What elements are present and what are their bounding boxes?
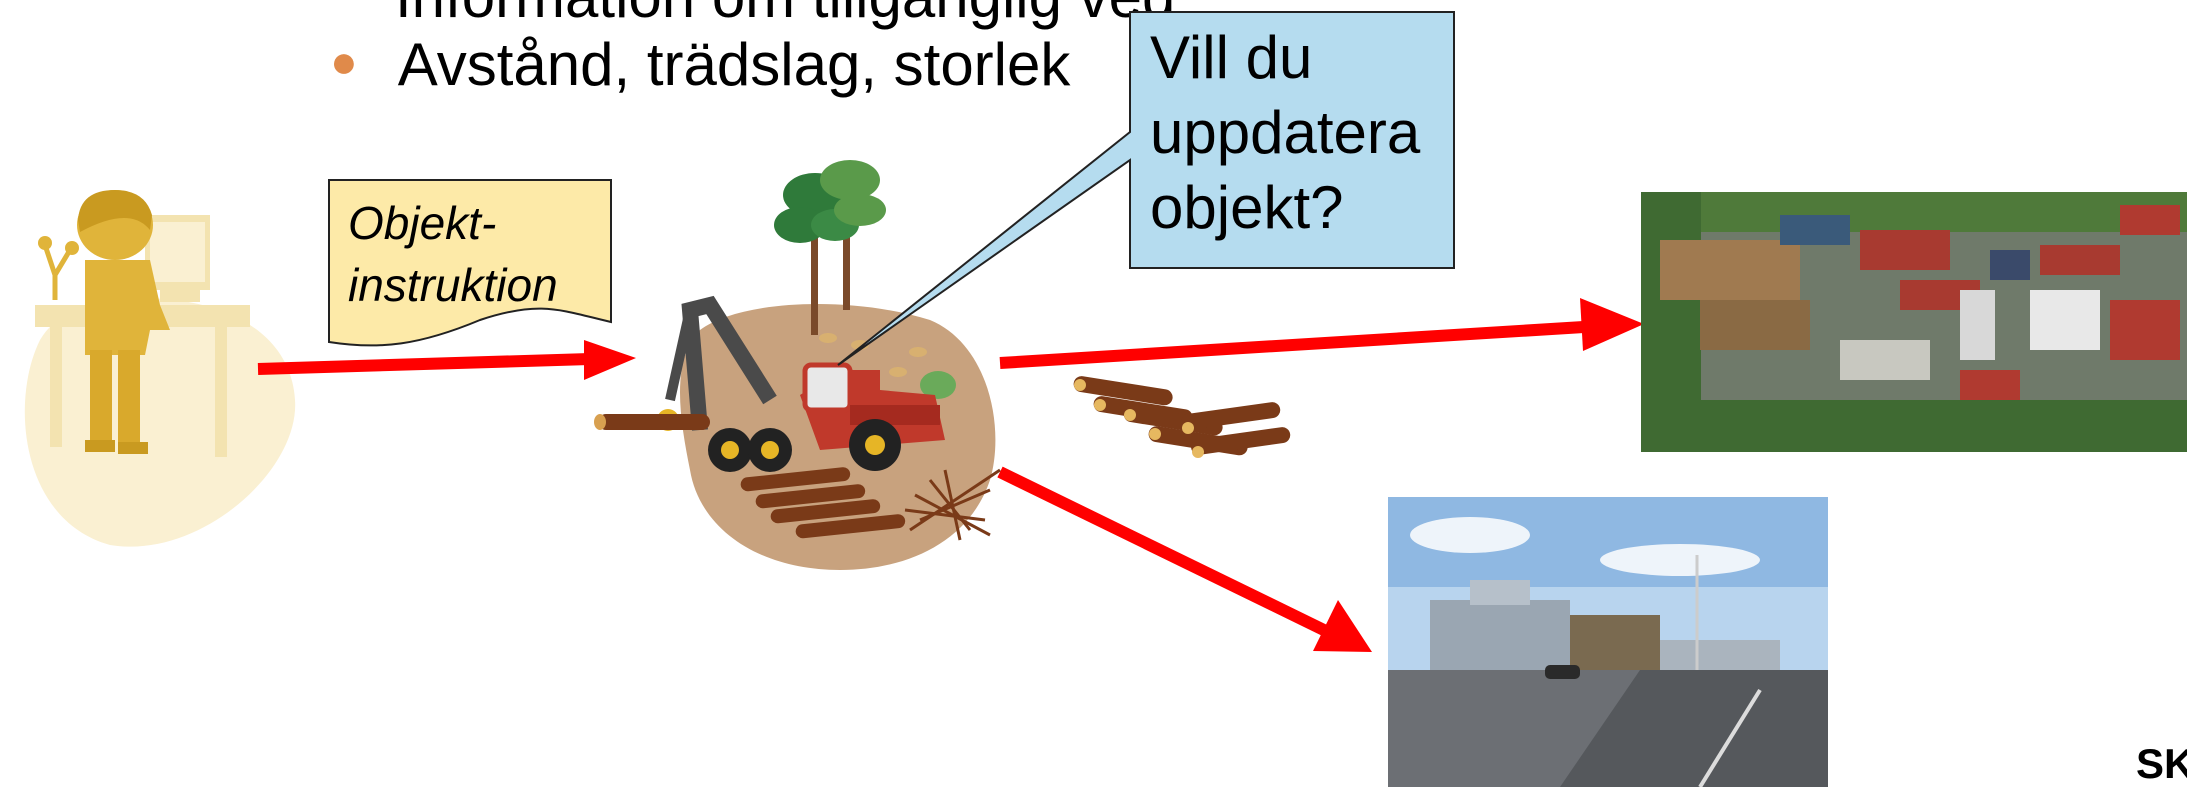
sawlogs-icon: [1073, 376, 1291, 458]
bullet-dot-icon: ●: [330, 35, 358, 87]
planner-at-desk-icon: [24, 190, 296, 547]
callout-line-2: uppdatera: [1150, 99, 1421, 166]
bullet-item-text: Avstånd, trädslag, storlek: [397, 31, 1071, 98]
corner-logo-text: SK: [2136, 740, 2187, 787]
harvester-scene-icon: [594, 160, 1001, 570]
callout-line-3: objekt?: [1150, 174, 1344, 241]
note-line-2: instruktion: [348, 259, 558, 311]
update-callout-shape: [837, 11, 1455, 366]
sawmill-aerial-photo: [1641, 192, 2187, 452]
arrow-to-sawmill-head: [1580, 298, 1644, 351]
callout-line-1: Vill du: [1150, 24, 1313, 91]
bullet-partial-line: Information om tillgänglig ved: [395, 0, 1175, 31]
arrow-to-pulp-mill: [997, 466, 1333, 639]
arrow-to-harvester: [257, 353, 591, 375]
update-callout: Vill du uppdatera objekt?: [1150, 20, 1420, 245]
arrow-to-harvester-head: [584, 340, 636, 380]
instruction-note-shape: [328, 179, 612, 347]
instruction-note: Objekt- instruktion: [348, 192, 558, 316]
arrow-to-sawmill: [999, 320, 1601, 369]
bullet-item: ● Avstånd, trädslag, storlek: [330, 30, 1070, 99]
note-line-1: Objekt-: [348, 197, 497, 249]
pulp-mill-photo: [1388, 497, 1828, 787]
arrow-to-pulp-mill-head: [1313, 600, 1372, 652]
